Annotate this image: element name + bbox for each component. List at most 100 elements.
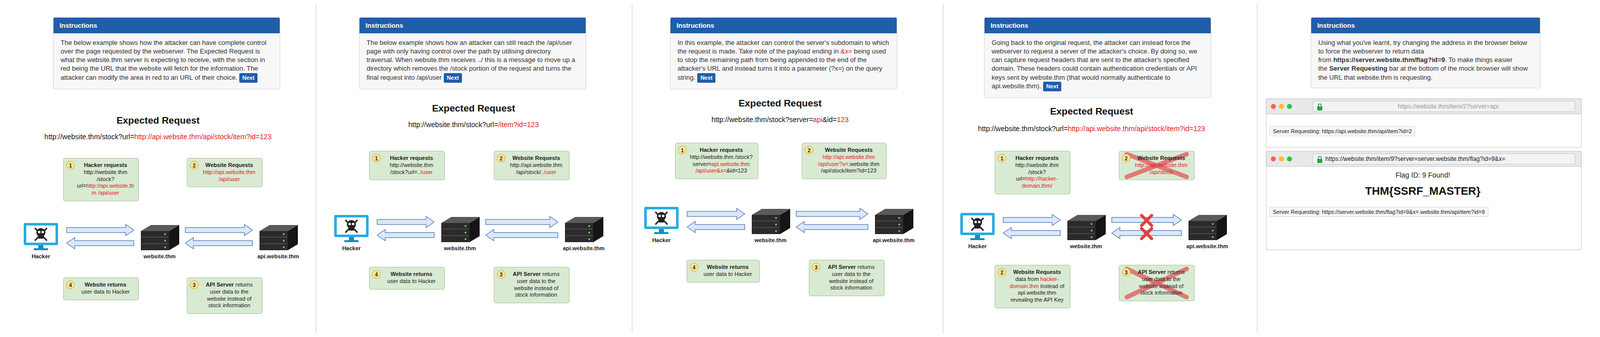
skull-jaw [974,225,980,229]
next-button: Next [443,73,462,83]
crossbone [655,212,668,225]
monitor-base [344,240,359,243]
bold-text: API Server [828,264,857,271]
step-number: 3 [189,280,199,290]
server-slot [1068,233,1095,235]
server-light [464,238,467,241]
heading: Hacker requests [76,162,135,170]
bold-text: API Server [205,281,235,288]
blocked-cross [1141,215,1152,239]
host-icon: Hacker [637,205,686,245]
host-icon: Hacker [16,222,66,261]
step-box: Website Requestshttp://api.website.thm /… [801,142,887,180]
instructions-panel: InstructionsThe below example shows how … [358,17,587,90]
highlight-text: ../user [540,169,557,176]
server-slot [260,243,287,245]
instructions-body: In this example, the attacker can contro… [670,33,897,89]
body-text: https://website.thm/item/2?server=api [1397,102,1499,111]
step-number: 2 [804,145,814,155]
step-box: Website Requestshttp://api.website.thm /… [1118,150,1195,181]
label-row: http://website.thm/stock?url=http://api.… [977,124,1206,134]
skull-eye [661,215,665,218]
skull-eye [351,223,355,226]
lock-body [1317,106,1323,111]
step-number: 4 [372,270,381,279]
request-url-highlight: http://api.website.thm/api/stock/item?id… [1067,124,1206,133]
server-side [469,217,480,243]
server-light [588,231,591,234]
monitor-stand [974,235,980,239]
server-light [464,225,467,228]
monitor-frame [334,215,369,238]
crossbone [971,218,984,231]
step-number: 1 [66,161,75,170]
body-text: user data to Hacker [703,271,753,278]
server-light [1211,223,1214,226]
step-box: API Serverreturns user data to the websi… [1118,265,1195,302]
label-row: Expected Request [116,115,200,127]
monitor-frame [644,207,679,230]
host-label: website.thm [1069,243,1103,250]
instructions-body: The below example shows how the attacker… [53,33,280,89]
section-heading: Expected Request [432,102,516,114]
server-slot [1068,226,1095,228]
highlight-text: ../user [417,169,433,176]
server-front [1188,221,1217,241]
flag-status: Flag ID: 9 Found! [1395,171,1451,180]
step-number: 3 [811,263,821,272]
server-light [1090,236,1093,239]
server-front [140,231,170,251]
host-icon: api.website.thm [559,214,608,253]
server-icon [437,214,483,244]
instructions-body: The below example shows how an attacker … [359,33,586,89]
skull-jaw [38,235,44,239]
step-box: Hacker requestshttp://website.thm /stock… [63,158,139,202]
step-box: Website returnsuser data to Hacker4 [63,277,139,301]
browser-frame [1266,98,1582,148]
server-side [903,209,914,235]
badge-text: 2 [807,147,811,154]
crossbone [34,228,47,241]
server-front [259,231,288,251]
step-number: 4 [66,280,75,290]
bold-text: API Server [512,271,542,278]
skull-eye [977,221,981,224]
block-arrow [377,229,435,241]
lock-shackle [1318,104,1322,107]
server-icon [560,214,607,244]
server-light [1211,229,1214,232]
badge-text: Next [700,74,713,81]
heading: Website Requests [200,162,258,170]
heading: Website returns [382,271,441,279]
block-arrow [377,216,435,228]
label-row: Expected Request [738,97,822,110]
server-light [898,230,901,233]
instructions-body: Going back to the original request, the … [984,33,1211,98]
step-box: Website Requestshttp://api.website.thm /… [186,158,263,188]
padlock-icon [1316,156,1323,164]
host-icon: website.thm [1061,212,1111,251]
instructions-panel: InstructionsThe below example shows how … [53,17,281,90]
server-slot [752,227,780,229]
section-heading: Expected Request [1050,106,1134,117]
server-requesting-bar: Server Requesting: https://server.websit… [1269,207,1489,218]
body-text: The below example shows how an attacker … [366,38,576,82]
label-row: Expected Request [1050,106,1134,118]
request-url: &id= [822,115,837,124]
browser-titlebar [1266,151,1582,167]
lock-shackle [1318,156,1322,160]
server-side [1095,215,1106,241]
server-slot [565,235,593,237]
server-icon [870,205,917,236]
browser-titlebar [1266,98,1582,115]
next-button: Next [239,73,258,83]
heading: Website Requests [1008,269,1066,277]
step-box: Hacker requestshttp://website.thm /stock… [369,150,445,181]
window-dot [1278,156,1284,162]
server-slot [875,227,903,229]
next-button: Next [697,73,716,83]
crossbone [655,212,668,225]
address-bar: https://website.thm/item/9?server=server… [1312,153,1576,165]
monitor-stand [38,245,44,249]
